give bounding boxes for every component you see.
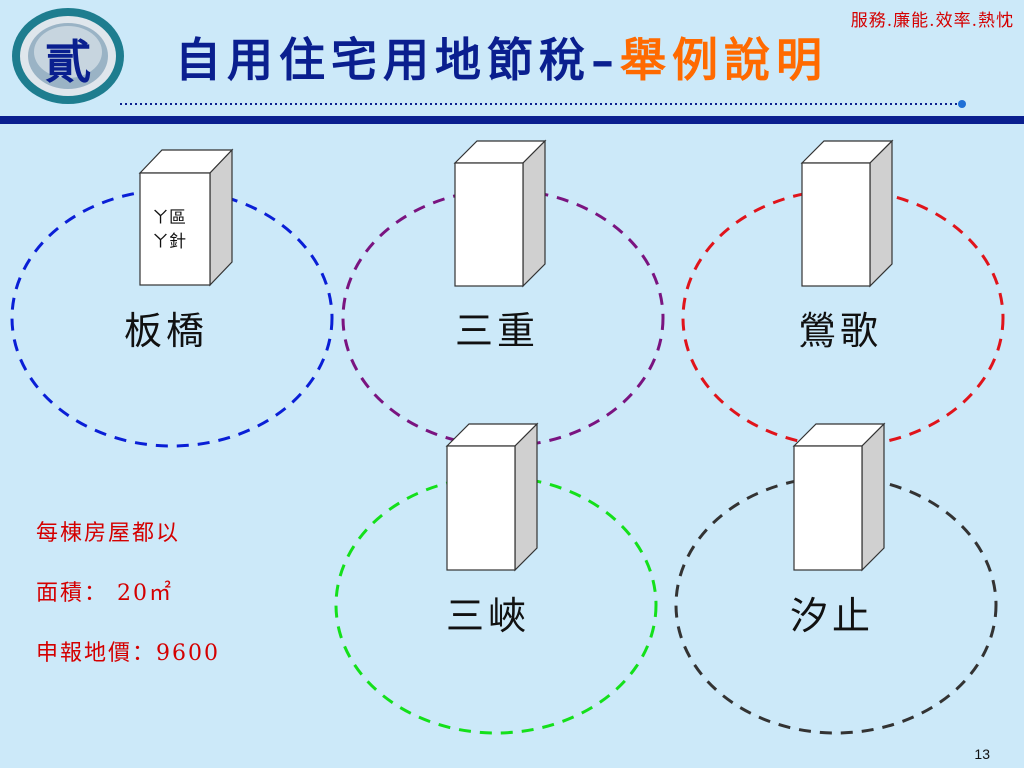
page-number: 13	[974, 746, 990, 762]
title-separator: –	[591, 33, 620, 87]
region-label-banqiao: 板橋	[124, 309, 209, 353]
title-subtitle: 舉例說明	[620, 33, 828, 87]
info-line: 面積： 20㎡	[36, 581, 173, 606]
building-tag-line: ㄚ區	[152, 208, 186, 228]
region-label-yingge: 鶯歌	[798, 309, 883, 353]
info-line: 每棟房屋都以	[36, 521, 181, 546]
header-band	[0, 116, 1024, 124]
region-label-sanchong: 三重	[455, 309, 540, 353]
info-block: 每棟房屋都以 面積： 20㎡ 申報地價：9600	[36, 516, 220, 696]
badge: 貳	[10, 8, 126, 106]
header-dot	[958, 100, 966, 108]
title-main: 自用住宅用地節稅	[175, 33, 591, 87]
building-tag: ㄚ區 ㄚ針	[152, 206, 202, 254]
info-line: 申報地價：9600	[36, 641, 220, 666]
badge-emblem	[12, 8, 124, 104]
building-sanxia	[445, 422, 539, 572]
region-label-xizhi: 汐止	[790, 594, 875, 638]
region-label-sanxia: 三峽	[446, 594, 531, 638]
building-yingge	[800, 139, 894, 288]
building-banqiao	[138, 148, 234, 287]
slogan-text: 服務.廉能.效率.熱忱	[850, 11, 1014, 31]
slide-title: 自用住宅用地節稅–舉例說明	[175, 24, 828, 90]
building-sanchong	[453, 139, 547, 288]
building-tag-line: ㄚ針	[152, 232, 186, 252]
building-xizhi	[792, 422, 886, 572]
badge-character: 貳	[45, 35, 91, 89]
